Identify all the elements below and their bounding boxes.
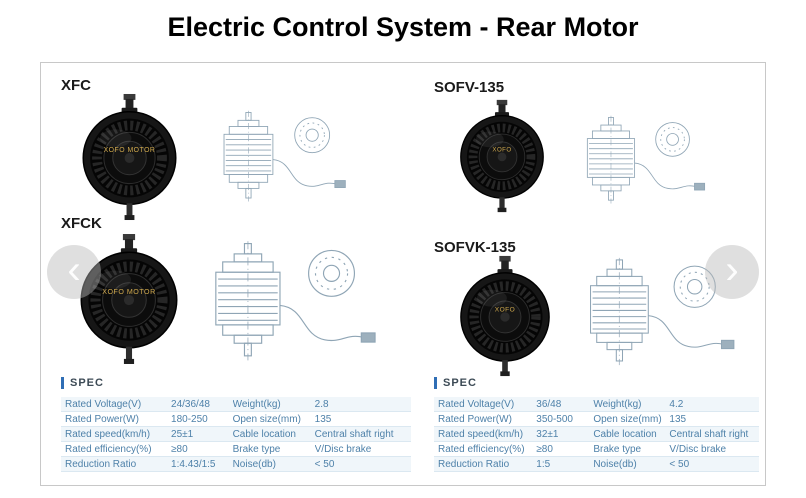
spec-value: 135 xyxy=(314,414,332,425)
spec-value: 4.2 xyxy=(669,399,684,410)
xfc-motor-photo: XOFO MOTOR xyxy=(77,93,182,221)
carousel-prev-button[interactable]: ‹ xyxy=(47,245,101,299)
sofvk135-motor-photo: XOFO xyxy=(449,255,561,377)
spec-value: 1:5 xyxy=(536,459,551,470)
spec-label: Rated speed(km/h) xyxy=(65,429,151,440)
spec-value: ≥80 xyxy=(536,444,553,455)
spec-table-right: Rated Voltage(V) 36/48 Weight(kg) 4.2 Ra… xyxy=(434,397,759,472)
spec-value: Central shaft right xyxy=(669,429,749,440)
spec-value: 25±1 xyxy=(171,429,194,440)
spec-heading-right: SPEC xyxy=(434,377,477,389)
chevron-left-icon: ‹ xyxy=(67,248,81,292)
chevron-right-icon: › xyxy=(725,248,739,292)
table-row: Rated efficiency(%) ≥80 Brake type V/Dis… xyxy=(61,442,411,457)
table-row: Rated efficiency(%) ≥80 Brake type V/Dis… xyxy=(434,442,759,457)
spec-label: Rated Power(W) xyxy=(438,414,512,425)
spec-value: ≥80 xyxy=(171,444,188,455)
spec-label: Open size(mm) xyxy=(593,414,662,425)
sofvk135-motor-brand-label: XOFO xyxy=(495,306,515,313)
spec-label: Reduction Ratio xyxy=(438,459,510,470)
spec-value: 24/36/48 xyxy=(171,399,210,410)
spec-heading-left: SPEC xyxy=(61,377,104,389)
spec-label: Rated Voltage(V) xyxy=(65,399,142,410)
spec-label: Rated Voltage(V) xyxy=(438,399,515,410)
spec-label: Rated efficiency(%) xyxy=(65,444,152,455)
product-name-sofv135: SOFV-135 xyxy=(434,79,505,96)
spec-value: 2.8 xyxy=(314,399,329,410)
spec-table-left: Rated Voltage(V) 24/36/48 Weight(kg) 2.8… xyxy=(61,397,411,472)
sofv135-motor-brand-label: XOFO xyxy=(492,147,511,154)
carousel-next-button[interactable]: › xyxy=(705,245,759,299)
xfc-motor-brand-label: XOFO MOTOR xyxy=(104,147,156,154)
xfck-motor-brand-label: XOFO MOTOR xyxy=(102,288,155,296)
spec-label: Rated speed(km/h) xyxy=(438,429,524,440)
spec-label: Rated Power(W) xyxy=(65,414,139,425)
spec-label: Open size(mm) xyxy=(232,414,301,425)
spec-value: 36/48 xyxy=(536,399,562,410)
spec-label: Brake type xyxy=(232,444,281,455)
spec-label: Brake type xyxy=(593,444,642,455)
xfck-technical-drawing xyxy=(215,240,376,361)
spec-value: 135 xyxy=(669,414,687,425)
spec-label: Weight(kg) xyxy=(593,399,642,410)
spec-label: Rated efficiency(%) xyxy=(438,444,525,455)
table-row: Reduction Ratio 1:4.43/1:5 Noise(db) < 5… xyxy=(61,457,411,472)
spec-accent-bar xyxy=(434,377,437,389)
spec-value: 350-500 xyxy=(536,414,573,425)
spec-value: 32±1 xyxy=(536,429,559,440)
product-name-xfck: XFCK xyxy=(61,215,102,232)
xfck-motor-photo: XOFO MOTOR xyxy=(75,233,183,365)
spec-heading-label: SPEC xyxy=(70,377,104,389)
product-panel: ‹ › XFC XOFO MOTOR XFCK XOFO MOTOR SOFV-… xyxy=(40,62,766,486)
spec-label: Noise(db) xyxy=(232,459,276,470)
page-title: Electric Control System - Rear Motor xyxy=(167,12,639,42)
spec-label: Cable location xyxy=(232,429,296,440)
product-name-xfc: XFC xyxy=(61,77,91,94)
spec-label: Reduction Ratio xyxy=(65,459,137,470)
table-row: Rated Power(W) 350-500 Open size(mm) 135 xyxy=(434,412,759,427)
sofv135-motor-photo: XOFO xyxy=(456,99,548,213)
spec-value: < 50 xyxy=(314,459,335,470)
table-row: Rated Voltage(V) 36/48 Weight(kg) 4.2 xyxy=(434,397,759,412)
table-row: Rated speed(km/h) 25±1 Cable location Ce… xyxy=(61,427,411,442)
xfc-technical-drawing xyxy=(223,110,346,202)
spec-heading-label: SPEC xyxy=(443,377,477,389)
spec-accent-bar xyxy=(61,377,64,389)
spec-label: Noise(db) xyxy=(593,459,637,470)
table-row: Rated speed(km/h) 32±1 Cable location Ce… xyxy=(434,427,759,442)
table-row: Rated Voltage(V) 24/36/48 Weight(kg) 2.8 xyxy=(61,397,411,412)
spec-value: V/Disc brake xyxy=(669,444,727,455)
spec-value: < 50 xyxy=(669,459,690,470)
product-name-sofvk135: SOFVK-135 xyxy=(434,239,516,256)
spec-value: V/Disc brake xyxy=(314,444,372,455)
sofv135-technical-drawing xyxy=(586,115,706,204)
table-row: Rated Power(W) 180-250 Open size(mm) 135 xyxy=(61,412,411,427)
spec-value: 1:4.43/1:5 xyxy=(171,459,216,470)
spec-value: Central shaft right xyxy=(314,429,394,440)
table-row: Reduction Ratio 1:5 Noise(db) < 50 xyxy=(434,457,759,472)
spec-label: Cable location xyxy=(593,429,657,440)
spec-label: Weight(kg) xyxy=(232,399,281,410)
spec-value: 180-250 xyxy=(171,414,208,425)
